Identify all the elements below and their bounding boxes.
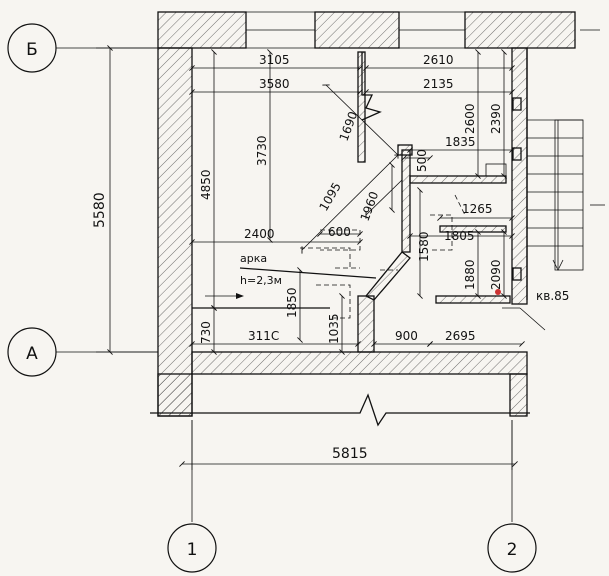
small-pier	[397, 144, 413, 156]
dim-5815: 5815	[332, 446, 368, 462]
dim-3110: 311C	[248, 329, 279, 343]
staircase	[526, 29, 605, 300]
dim-600: 600	[328, 225, 351, 239]
dim-2135: 2135	[423, 77, 454, 91]
dim-3580: 3580	[259, 77, 290, 91]
bath-fixture	[485, 163, 507, 177]
break-line-bottom	[150, 393, 530, 427]
bath-wall-bottom	[435, 295, 511, 304]
dim-1835: 1835	[445, 135, 476, 149]
arch-height-label: h=2,3м	[240, 274, 282, 287]
dimension-texts: 3105 3580 2610 2135 5580 4850 730 3730 1…	[92, 53, 503, 462]
dim-1805: 1805	[444, 229, 475, 243]
partition-stub	[357, 295, 375, 353]
dimension-lines	[96, 45, 525, 470]
axis-bubble-a: А	[7, 327, 57, 377]
partition-lower	[401, 149, 411, 253]
dim-1850: 1850	[285, 287, 299, 318]
dim-730: 730	[199, 321, 213, 344]
top-wall-right	[464, 11, 576, 49]
dim-3105: 3105	[259, 53, 290, 67]
diagonal-wall	[364, 251, 411, 301]
dim-1095: 1095	[316, 180, 343, 213]
dim-4850: 4850	[199, 169, 213, 200]
axis-lines	[56, 47, 513, 522]
bottom-wall	[191, 351, 528, 375]
marker-dot	[495, 289, 501, 295]
dim-2090: 2090	[489, 259, 503, 290]
dim-1960: 1960	[358, 190, 382, 223]
right-wall	[511, 47, 528, 305]
arch-label: арка	[240, 252, 267, 265]
dim-2390: 2390	[489, 103, 503, 134]
axis-label-1: 1	[187, 540, 198, 560]
axis-label-2: 2	[507, 540, 518, 560]
dim-500: 500	[415, 149, 429, 172]
dim-1265: 1265	[462, 202, 493, 216]
axis-bubble-2: 2	[487, 523, 537, 573]
dim-900: 900	[395, 329, 418, 343]
bath-wall-mid	[439, 225, 507, 233]
bath-wall-top	[409, 175, 507, 184]
dim-3730: 3730	[255, 135, 269, 166]
dim-1580: 1580	[417, 231, 431, 262]
dim-2400: 2400	[244, 227, 275, 241]
bottom-wall-left-pier	[157, 373, 193, 417]
top-wall-left	[157, 11, 247, 49]
apartment-label: кв.85	[536, 289, 569, 303]
walls	[157, 11, 576, 417]
dim-5580: 5580	[92, 192, 108, 228]
dim-1035: 1035	[327, 313, 341, 344]
bottom-wall-right-pier	[509, 373, 528, 417]
dim-2610: 2610	[423, 53, 454, 67]
top-windows	[246, 11, 465, 49]
fixture-3	[512, 267, 522, 281]
dim-1690: 1690	[337, 110, 361, 143]
dim-2695: 2695	[445, 329, 476, 343]
axis-label-b: Б	[26, 40, 38, 60]
axis-label-a: А	[26, 344, 38, 364]
fixture-1	[512, 97, 522, 111]
fixture-2	[512, 147, 522, 161]
left-wall	[157, 47, 193, 417]
axis-bubble-1: 1	[167, 523, 217, 573]
arch-leader	[239, 267, 377, 279]
dim-2600: 2600	[463, 103, 477, 134]
dim-1880: 1880	[463, 259, 477, 290]
top-wall-middle	[314, 11, 400, 49]
axis-bubble-b: Б	[7, 23, 57, 73]
